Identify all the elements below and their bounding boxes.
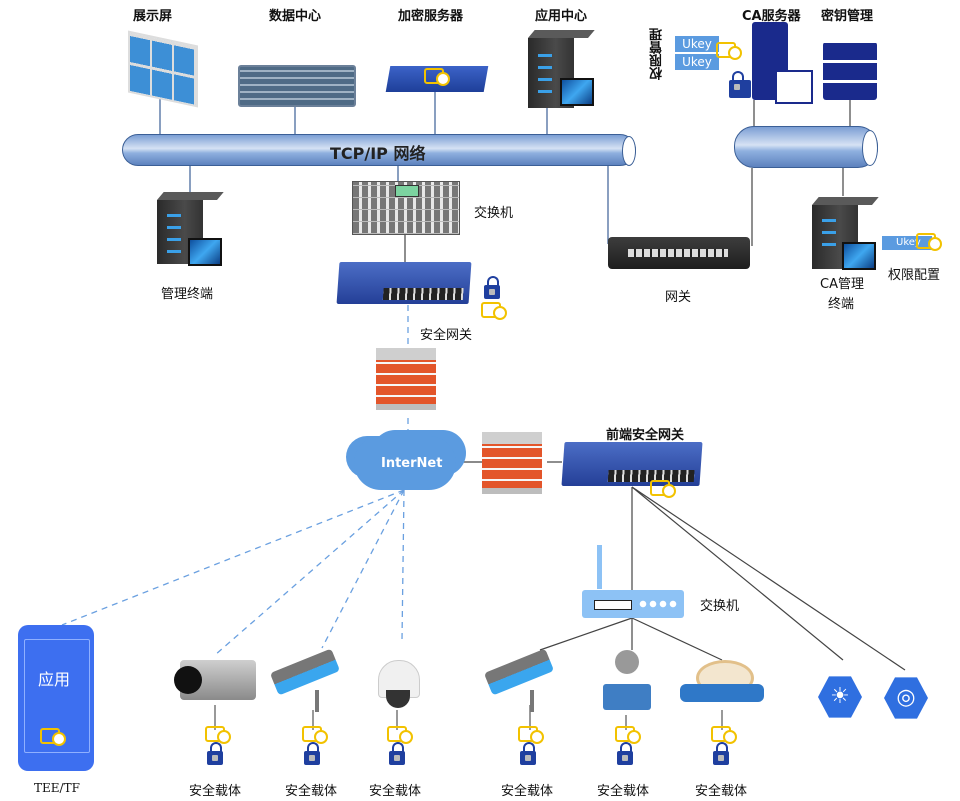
monitor-icon bbox=[560, 78, 594, 106]
front-gateway-label: 前端安全网关 bbox=[606, 428, 685, 443]
key-mgmt-label: 密钥管理 bbox=[821, 9, 874, 24]
lock-icon bbox=[713, 742, 729, 765]
certificate-icon bbox=[387, 726, 413, 744]
backbone-links bbox=[159, 92, 609, 244]
ca-terminal-label-2: 终端 bbox=[828, 297, 855, 312]
directory-book-icon bbox=[775, 70, 813, 104]
endpoint-label: 安全载体 bbox=[501, 784, 554, 799]
storage-array-icon bbox=[238, 65, 356, 107]
mgmt-terminal-label: 管理终端 bbox=[161, 287, 214, 302]
certificate-icon bbox=[302, 726, 328, 744]
internet-label: InterNet bbox=[381, 456, 443, 471]
certificate-icon bbox=[650, 480, 676, 498]
certificate-icon bbox=[481, 302, 507, 320]
certificate-icon bbox=[205, 726, 231, 744]
datacenter-label: 数据中心 bbox=[269, 9, 322, 24]
tcpip-backbone bbox=[122, 134, 636, 166]
certificate-icon bbox=[711, 726, 737, 744]
lock-icon bbox=[617, 742, 633, 765]
perm-mgmt-label: 权限管理 bbox=[650, 28, 665, 80]
phone-app-label: 应用 bbox=[38, 670, 71, 689]
monitor-icon bbox=[188, 238, 222, 266]
app-center-label: 应用中心 bbox=[535, 9, 588, 24]
lock-icon bbox=[729, 71, 751, 98]
perm-config-label: 权限配置 bbox=[888, 268, 941, 283]
front-gateway-icon bbox=[561, 442, 703, 486]
endpoint-label: 安全载体 bbox=[285, 784, 338, 799]
lock-icon bbox=[207, 742, 223, 765]
certificate-icon bbox=[615, 726, 641, 744]
endpoint-label: 安全载体 bbox=[695, 784, 748, 799]
certificate-icon bbox=[916, 233, 942, 251]
flow-meter-icon bbox=[603, 650, 651, 716]
firewall-icon bbox=[376, 348, 436, 410]
water-meter-icon bbox=[680, 660, 764, 706]
endpoint-label: 安全载体 bbox=[597, 784, 650, 799]
lock-icon bbox=[304, 742, 320, 765]
box-camera-icon bbox=[174, 660, 256, 700]
ca-server-label: CA服务器 bbox=[742, 9, 801, 24]
lock-icon bbox=[520, 742, 536, 765]
endpoint-label: 安全载体 bbox=[369, 784, 422, 799]
ca-terminal-label: CA管理 bbox=[820, 277, 864, 292]
certificate-icon bbox=[716, 42, 742, 60]
phone-label: TEE/TF bbox=[34, 781, 80, 795]
dome-camera-icon bbox=[378, 650, 420, 710]
firewall-icon bbox=[482, 432, 542, 494]
display-label: 展示屏 bbox=[133, 9, 173, 24]
lock-icon bbox=[484, 276, 500, 299]
usb-ukey-icon: Ukey bbox=[882, 236, 932, 250]
edge-switch-icon bbox=[582, 590, 684, 618]
certificate-icon bbox=[518, 726, 544, 744]
lock-icon bbox=[389, 742, 405, 765]
core-switch-label: 交换机 bbox=[474, 206, 514, 221]
certificate-icon bbox=[424, 68, 450, 86]
wireless-links bbox=[61, 305, 409, 656]
ca-network-pipe bbox=[734, 126, 878, 168]
crypto-server-label: 加密服务器 bbox=[398, 9, 464, 24]
ukey-icon: Ukey bbox=[675, 54, 719, 70]
backbone-label: TCP/IP 网络 bbox=[330, 144, 426, 163]
antenna-icon bbox=[597, 545, 602, 589]
gateway-router-icon bbox=[608, 237, 750, 269]
monitor-icon bbox=[842, 242, 876, 270]
edge-switch-label: 交换机 bbox=[700, 599, 740, 614]
internet-cloud-icon bbox=[354, 436, 456, 490]
ukey-icon: Ukey bbox=[675, 36, 719, 52]
security-gateway-label: 安全网关 bbox=[420, 328, 473, 343]
key-server-icon bbox=[823, 42, 877, 100]
certificate-icon bbox=[40, 728, 66, 746]
endpoint-label: 安全载体 bbox=[189, 784, 242, 799]
gateway-label: 网关 bbox=[665, 290, 692, 305]
security-gateway-icon bbox=[336, 262, 472, 304]
phone-icon bbox=[18, 625, 94, 771]
